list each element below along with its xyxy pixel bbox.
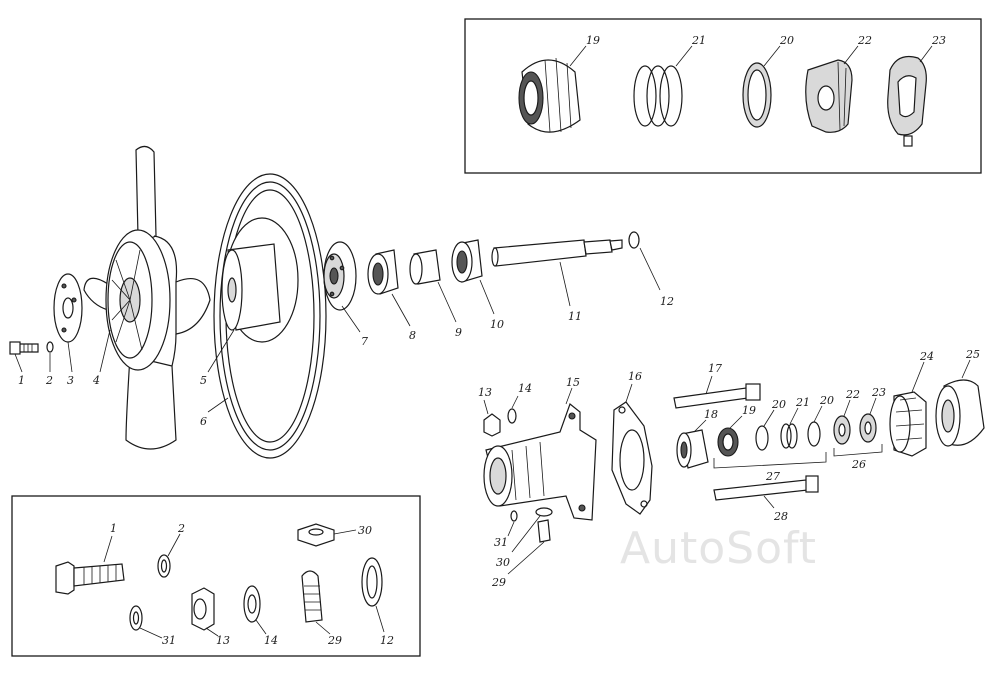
svg-text:16: 16 [628,370,642,383]
svg-text:22: 22 [845,388,860,401]
main-shaft-assembly [9,145,640,459]
inset-part-29-stud [301,570,323,623]
inset-part-30-nut [297,523,335,547]
part-2-lock-washer [46,341,54,353]
part-5-pulley-hub [221,243,281,331]
part-23-clip [859,413,877,443]
svg-text:17: 17 [708,362,722,375]
part-21-spring [780,423,798,449]
part-25-cap [935,379,985,447]
svg-text:19: 19 [586,34,600,47]
svg-text:14: 14 [264,634,278,647]
part-9-spacer [409,249,441,285]
part-18-sleeve [676,429,709,469]
bottom-inset-frame [11,495,421,657]
part-20-ring-a [755,425,769,451]
inset-part-2-lock-washer [157,554,171,578]
svg-text:11: 11 [568,310,582,323]
part-20-ring-b [807,421,821,447]
group-bracket-27 [713,452,827,469]
svg-text:8: 8 [409,329,416,342]
part-22-washer [805,59,853,133]
svg-text:20: 20 [819,394,834,407]
part-1-bolt [9,341,39,355]
svg-text:5: 5 [200,374,207,387]
svg-text:19: 19 [742,404,756,417]
svg-text:30: 30 [358,524,372,537]
svg-text:28: 28 [773,510,788,523]
svg-text:25: 25 [965,348,980,361]
part-31-washer [510,510,518,522]
svg-text:31: 31 [494,536,508,549]
part-4-fan [83,145,211,450]
svg-text:27: 27 [765,470,780,483]
inset-part-13-nut [191,587,215,631]
inset-part-1-bolt [55,561,125,595]
svg-text:24: 24 [919,350,934,363]
pump-body-assembly [483,379,985,543]
part-12-snap-ring [628,231,640,249]
main-callouts: 1 2 3 4 5 6 7 8 9 10 11 12 [14,247,674,428]
svg-text:20: 20 [771,398,786,411]
part-14-washer [507,408,517,424]
svg-text:14: 14 [518,382,532,395]
part-29-stud [537,519,551,543]
part-19-seal-housing [518,57,581,133]
svg-text:23: 23 [931,34,946,47]
part-23-clip [887,55,927,147]
inset-part-12-snap-ring [361,557,383,607]
top-inset-frame [464,18,982,174]
bottom-inset-callouts: 1 2 30 31 13 14 29 12 [103,522,394,647]
svg-text:29: 29 [327,634,342,647]
svg-text:15: 15 [566,376,580,389]
svg-text:21: 21 [795,396,810,409]
svg-text:7: 7 [361,335,368,348]
part-3-plate [53,273,83,343]
svg-text:18: 18 [704,408,718,421]
svg-text:6: 6 [200,415,207,428]
svg-text:23: 23 [871,386,886,399]
svg-text:9: 9 [455,326,462,339]
part-13-nut [483,413,501,437]
svg-text:26: 26 [851,458,866,471]
svg-text:31: 31 [162,634,176,647]
part-28-long-bolt [713,475,819,501]
part-16-gasket [611,401,653,515]
svg-text:12: 12 [380,634,394,647]
svg-text:29: 29 [491,576,506,589]
part-17-long-bolt [673,383,761,409]
part-10-bearing [451,239,483,283]
svg-text:2: 2 [45,374,53,387]
group-bracket-26 [833,444,883,457]
part-7-flange [323,241,357,311]
top-inset-callouts: 19 21 20 22 23 [569,34,946,67]
svg-text:13: 13 [478,386,492,399]
svg-text:10: 10 [490,318,504,331]
svg-text:1: 1 [110,522,117,535]
part-20-ring [742,62,772,128]
autosoft-watermark: AutoSoft [620,523,817,574]
part-24-impeller [889,391,927,457]
part-8-bearing [367,249,399,295]
inset-part-31-washer [129,605,143,631]
svg-text:1: 1 [18,374,25,387]
svg-text:3: 3 [67,374,74,387]
part-19-seal [717,427,739,457]
part-11-shaft [491,239,623,267]
part-30-nut [535,507,553,517]
svg-text:20: 20 [779,34,794,47]
svg-text:2: 2 [177,522,185,535]
inset-part-14-washer [243,585,261,623]
svg-text:21: 21 [691,34,706,47]
svg-text:30: 30 [496,556,510,569]
pump-callouts: 13 14 15 16 17 18 19 20 21 20 22 23 24 2… [478,348,980,589]
svg-text:12: 12 [660,295,674,308]
part-22-washer [833,415,851,445]
part-21-spring [633,65,683,127]
part-15-pump-body [483,403,597,521]
svg-text:22: 22 [857,34,872,47]
svg-text:4: 4 [92,374,100,387]
svg-text:13: 13 [216,634,230,647]
